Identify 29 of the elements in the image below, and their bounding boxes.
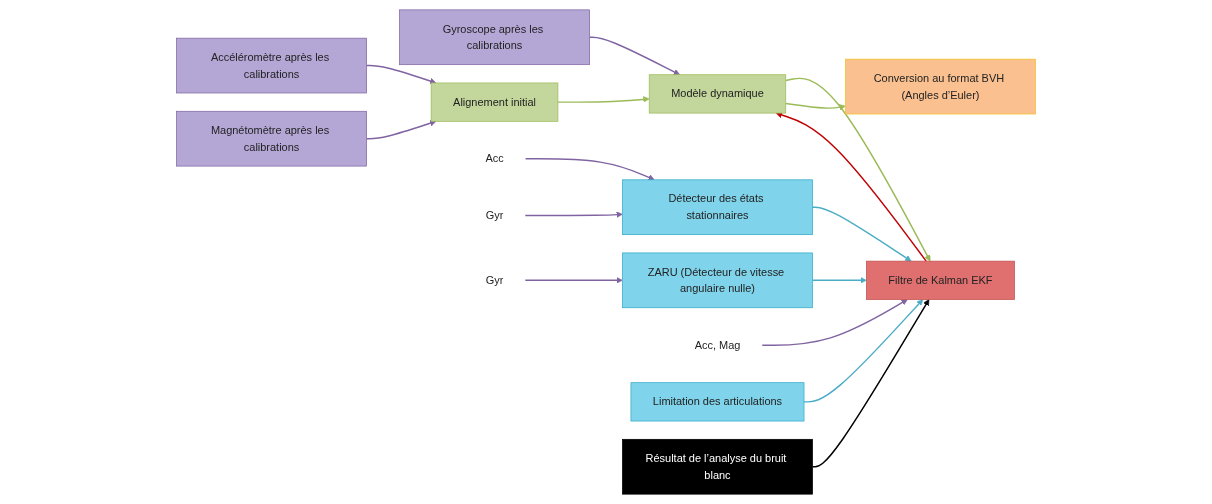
arrow [811,299,930,468]
node-box: Alignement initial [430,82,559,122]
node-text: Acc, Mag [694,338,741,351]
node-box: Accéléromètre après les calibrations [176,37,367,94]
arrow [524,211,623,218]
arrow [588,36,680,75]
node-box: Modèle dynamique [648,74,787,114]
arrow [785,77,931,262]
node-box: ZARU (Détecteur de vitesse angulaire nulle) [622,252,813,309]
node-text: Gyr [485,273,504,286]
arrow [811,206,912,262]
node-box: Limitation des articulations [630,382,805,422]
arrow [524,158,655,181]
arrow [811,277,867,284]
node-box: Détecteur des états stationnaires [622,179,813,235]
arrow [785,102,846,111]
arrow [761,299,908,346]
arrow [365,120,437,140]
node-box: Filtre de Kalman EKF [866,260,1015,300]
arrow [365,64,437,85]
node-text: Gyr [485,208,504,222]
arrow [524,277,623,284]
node-box: Conversion au format BVH (Angles d’Euler) [845,58,1036,115]
node-box: Gyroscope après les calibrations [399,9,590,66]
node-box: Résultat de l’analyse du bruit blanc [622,438,813,495]
node-box: Magnétomètre après les calibrations [176,110,367,167]
arrow [557,96,650,103]
node-text: Acc [485,152,504,165]
arrow [803,299,924,403]
